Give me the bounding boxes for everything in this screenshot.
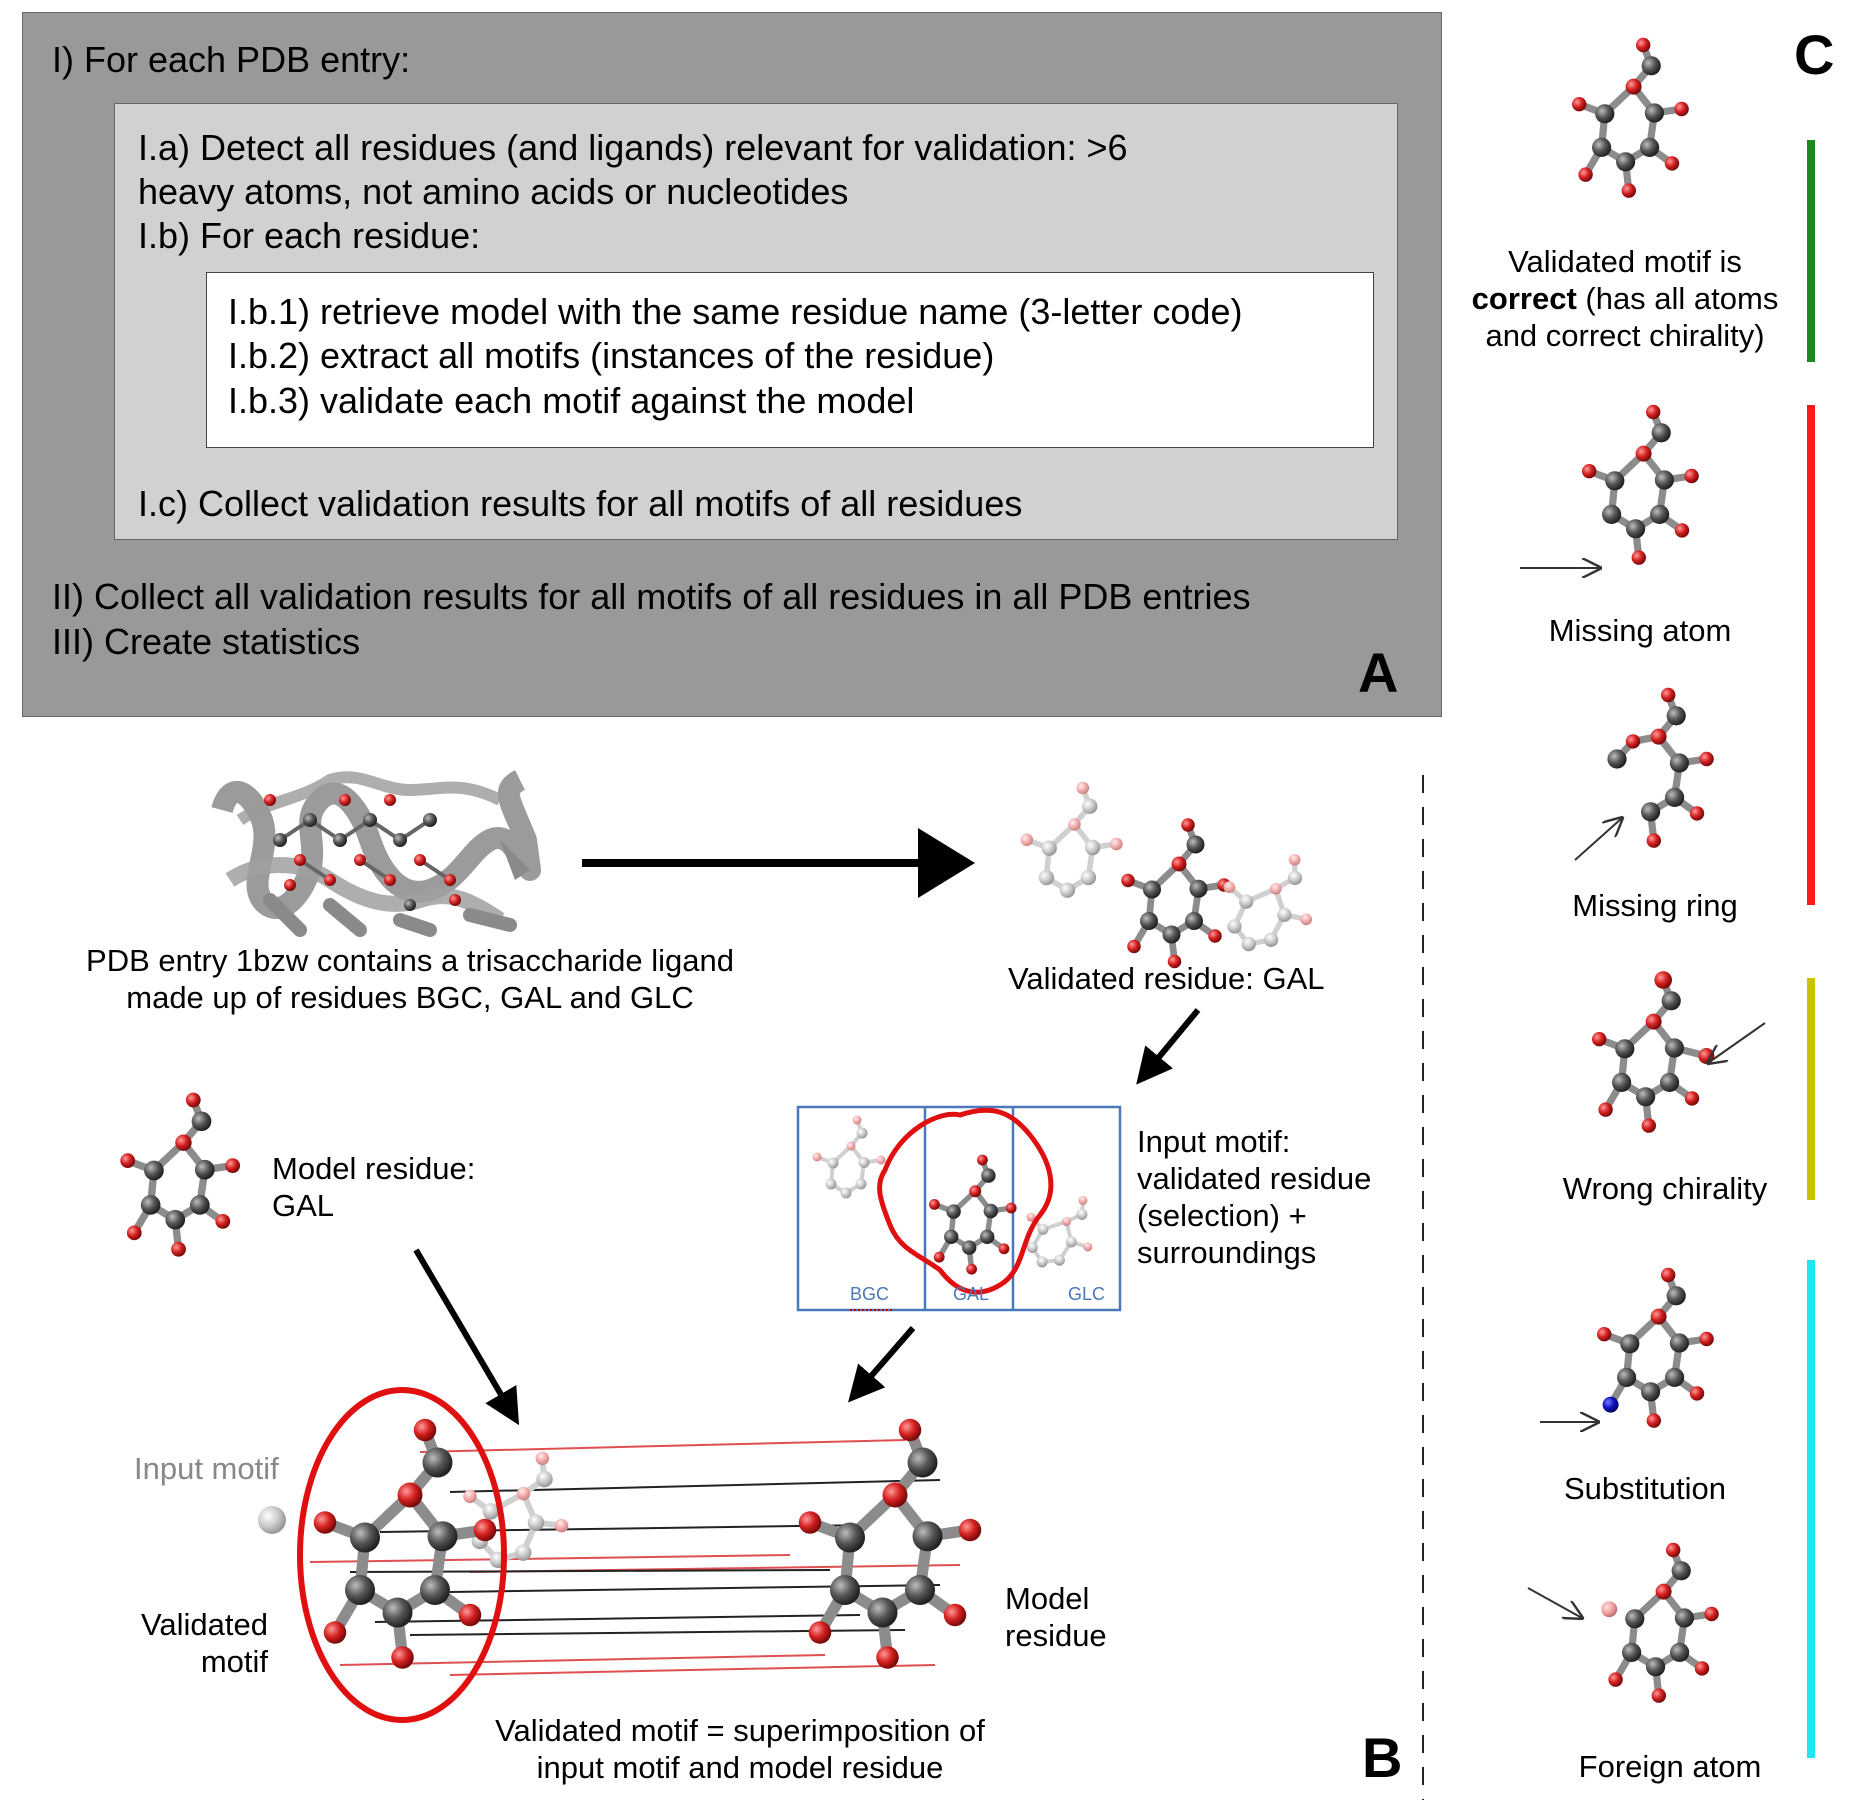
superimposition-line2: input motif and model residue bbox=[536, 1750, 944, 1785]
step-1b: I.b) For each residue: bbox=[138, 215, 481, 256]
wrong-chirality-caption: Wrong chirality bbox=[1562, 1171, 1768, 1206]
superimposition-line1: Validated motif = superimposition of bbox=[495, 1713, 985, 1748]
correct-line3: and correct chirality) bbox=[1485, 318, 1765, 353]
model-residue-tag: Model residue bbox=[1005, 1580, 1107, 1654]
correct-rest: (has all atoms bbox=[1576, 281, 1779, 316]
pdb-entry-caption: PDB entry 1bzw contains a trisaccharide … bbox=[40, 942, 780, 1016]
protein-structure-image bbox=[211, 770, 541, 937]
model-residue-line1: Model residue: bbox=[272, 1151, 476, 1186]
step-1: I) For each PDB entry: bbox=[52, 39, 411, 80]
validated-motif-line1: Validated bbox=[141, 1607, 268, 1642]
input-motif-line4: surroundings bbox=[1137, 1235, 1317, 1270]
validated-residue-caption: Validated residue: GAL bbox=[1008, 961, 1325, 996]
validated-motif-tag: Validated motif bbox=[128, 1606, 268, 1680]
correct-motif-image bbox=[1572, 38, 1689, 198]
step-1b1: I.b.1) retrieve model with the same resi… bbox=[228, 291, 1243, 332]
correct-line2: correct (has all atoms bbox=[1440, 280, 1810, 317]
panel-c-label: C bbox=[1794, 23, 1835, 86]
step-1b3: I.b.3) validate each motif against the m… bbox=[228, 380, 915, 421]
missing-ring-caption: Missing ring bbox=[1572, 888, 1738, 923]
model-residue-caption: Model residue: GAL bbox=[272, 1150, 475, 1224]
model-tag-line1: Model bbox=[1005, 1581, 1090, 1616]
input-motif-caption: Input motif: validated residue (selectio… bbox=[1137, 1123, 1371, 1271]
missing-atom-caption: Missing atom bbox=[1548, 613, 1732, 648]
step-1b2: I.b.2) extract all motifs (instances of … bbox=[228, 335, 995, 376]
wrong-chirality-image bbox=[1592, 971, 1715, 1133]
panel-a-label: A bbox=[1358, 641, 1399, 704]
missing-atom-image bbox=[1582, 404, 1699, 565]
correct-line1: Validated motif is bbox=[1508, 244, 1742, 279]
superimposition-image bbox=[258, 1387, 981, 1723]
validated-motif-line2: motif bbox=[200, 1644, 268, 1679]
selection-label-glc: GLC bbox=[1068, 1284, 1106, 1304]
pdb-caption-line1: PDB entry 1bzw contains a trisaccharide … bbox=[86, 943, 734, 978]
status-bar-chirality bbox=[1807, 978, 1815, 1200]
substitution-image bbox=[1597, 1267, 1714, 1428]
step-1a-line2: heavy atoms, not amino acids or nucleoti… bbox=[138, 171, 849, 212]
superimposition-caption: Validated motif = superimposition of inp… bbox=[440, 1712, 1040, 1786]
residue-steps-box bbox=[206, 272, 1374, 448]
input-motif-line1: Input motif: bbox=[1137, 1124, 1291, 1159]
status-bar-error bbox=[1807, 405, 1815, 905]
step-3: III) Create statistics bbox=[52, 621, 361, 662]
status-bar-correct bbox=[1807, 140, 1815, 362]
selection-label-gal: GAL bbox=[953, 1284, 990, 1304]
correct-caption: Validated motif is correct (has all atom… bbox=[1440, 243, 1810, 354]
step-2: II) Collect all validation results for a… bbox=[52, 576, 1251, 617]
correct-bold: correct bbox=[1471, 281, 1577, 316]
pdb-caption-line2: made up of residues BGC, GAL and GLC bbox=[126, 980, 694, 1015]
model-tag-line2: residue bbox=[1005, 1618, 1107, 1653]
input-motif-selection bbox=[796, 1105, 1122, 1312]
status-bar-warning bbox=[1807, 1260, 1815, 1758]
input-motif-tag: Input motif bbox=[134, 1451, 279, 1486]
foreign-atom-image bbox=[1601, 1542, 1719, 1703]
panel-b-label: B bbox=[1362, 1726, 1403, 1789]
input-motif-line2: validated residue bbox=[1137, 1161, 1372, 1196]
foreign-atom-caption: Foreign atom bbox=[1578, 1749, 1762, 1784]
model-residue-line2: GAL bbox=[272, 1188, 335, 1223]
selection-label-bgc: BGC bbox=[850, 1284, 890, 1304]
substitution-caption: Substitution bbox=[1564, 1471, 1726, 1506]
model-residue-image bbox=[120, 1093, 240, 1257]
step-1a-line1: I.a) Detect all residues (and ligands) r… bbox=[138, 127, 1128, 168]
missing-ring-image bbox=[1607, 687, 1714, 848]
step-1c: I.c) Collect validation results for all … bbox=[138, 483, 1023, 524]
validated-residue-image bbox=[1021, 782, 1332, 969]
input-motif-line3: (selection) + bbox=[1137, 1198, 1307, 1233]
